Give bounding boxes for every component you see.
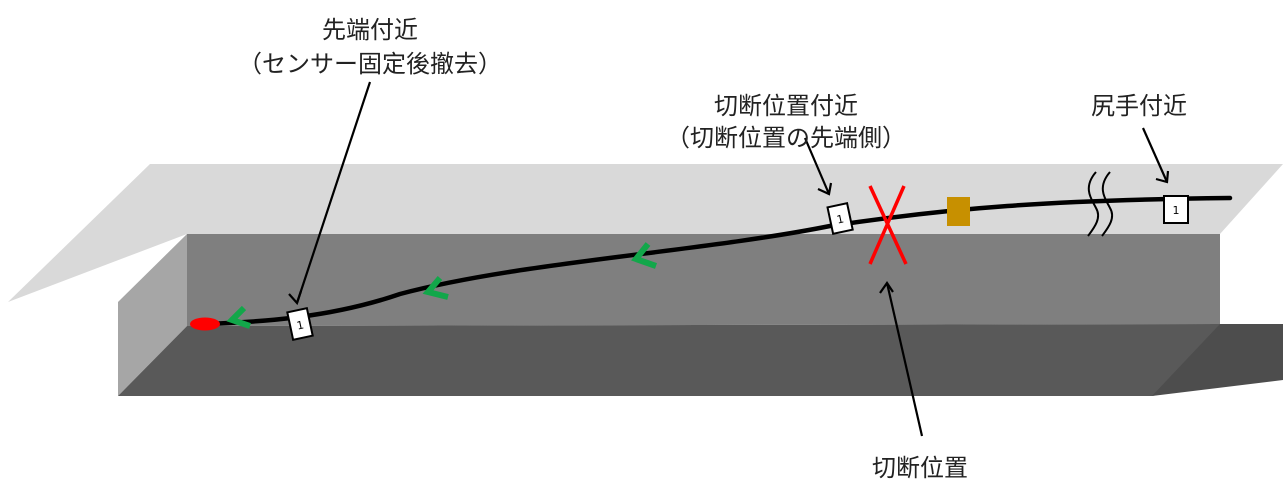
label-tip-line2: （センサー固定後撤去） xyxy=(238,50,502,78)
pointer-arrow-rear xyxy=(1141,127,1169,183)
pointer-arrow-tip xyxy=(295,81,372,304)
label-cut-near-line2: （切断位置の先端側） xyxy=(666,124,906,152)
tip-marker xyxy=(190,317,220,331)
trench-floor xyxy=(118,324,1283,396)
chevron-left-icon xyxy=(226,242,657,329)
svg-text:1: 1 xyxy=(296,318,306,332)
pointer-arrow-cut-near xyxy=(803,137,831,195)
wall-face xyxy=(187,234,1220,326)
label-cut-near-line1: 切断位置付近 xyxy=(714,92,858,120)
svg-text:1: 1 xyxy=(836,212,846,226)
sensor-tag-rear: 1 xyxy=(1163,195,1189,224)
wavy-break-icon xyxy=(1087,171,1114,237)
cable xyxy=(202,195,1233,327)
label-cut-position: 切断位置 xyxy=(872,454,968,482)
label-tip-line1: 先端付近 xyxy=(322,16,418,44)
sensor-tag-tip: 1 xyxy=(286,307,314,341)
connector-block xyxy=(947,197,970,226)
left-end-wall xyxy=(118,234,187,396)
label-rear-end: 尻手付近 xyxy=(1091,92,1187,120)
floor-right-face xyxy=(1152,324,1283,396)
pointer-arrow-cut xyxy=(885,282,924,437)
cross-mark-icon xyxy=(868,185,908,265)
sensor-tag-cut-near: 1 xyxy=(826,202,854,235)
svg-text:1: 1 xyxy=(1173,204,1180,217)
